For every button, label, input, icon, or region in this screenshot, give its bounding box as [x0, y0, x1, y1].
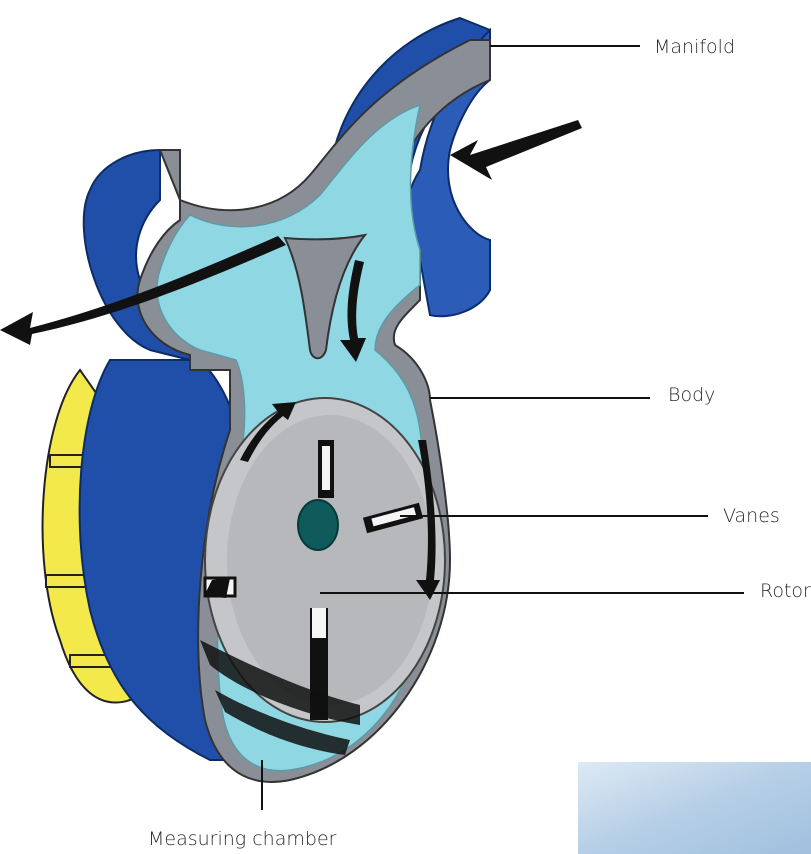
label-vanes: Vanes [723, 505, 780, 527]
label-measuring-chamber: Measuring chamber [148, 828, 336, 850]
inlet-arrow-icon [450, 120, 582, 180]
vane-top-tip [322, 446, 330, 490]
label-rotor: Rotor [760, 580, 811, 602]
rotor-hub [298, 500, 338, 550]
label-body: Body [668, 384, 715, 406]
corner-photo-fragment [578, 762, 811, 854]
vane-bottom-tip [312, 608, 326, 638]
label-manifold: Manifold [654, 36, 735, 58]
